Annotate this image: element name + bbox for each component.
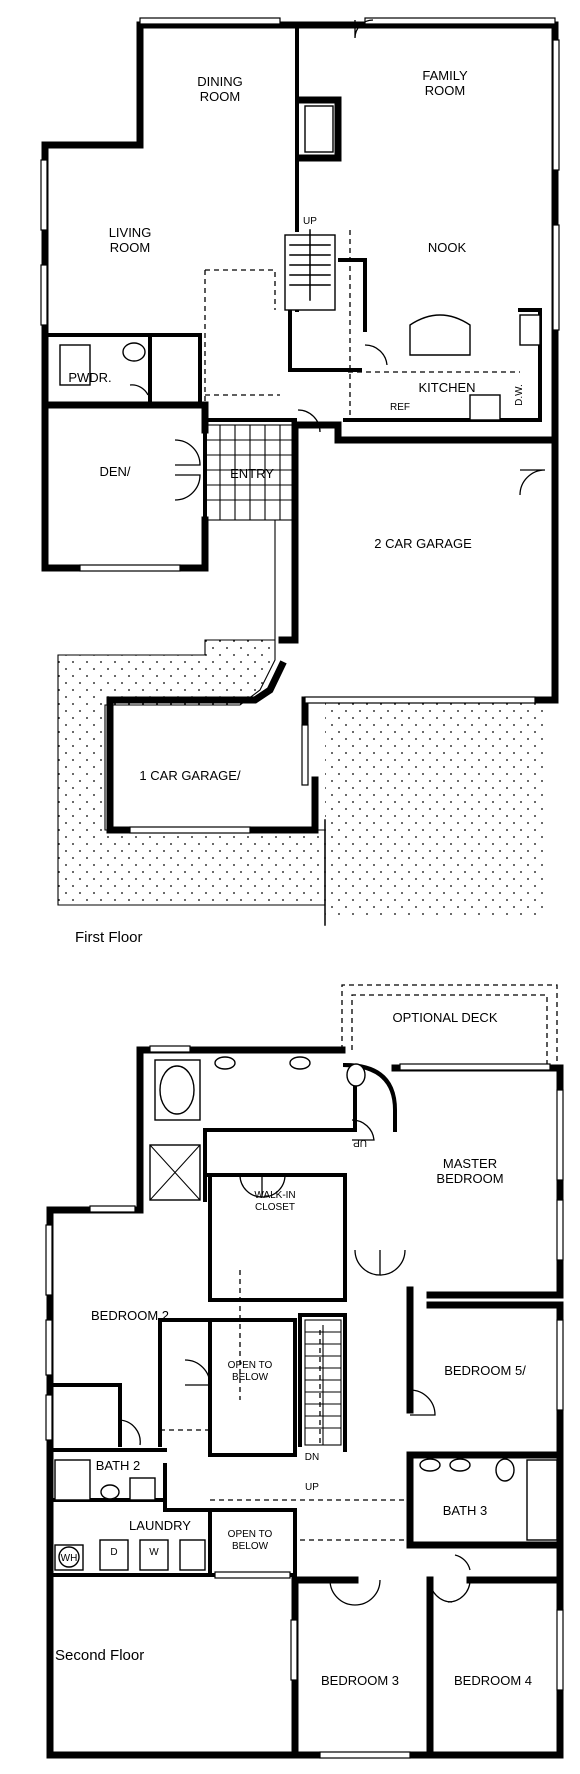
bath2-tub-icon	[54, 1459, 91, 1501]
bedroom-2-label: BEDROOM 2	[91, 1308, 169, 1323]
bedroom-3-label: BEDROOM 3	[321, 1673, 399, 1688]
kitchen-sink-icon	[519, 314, 541, 346]
second-floor-doors	[119, 1119, 471, 1606]
bedroom-5-label: BEDROOM 5/	[444, 1363, 526, 1378]
living-room-label-line2: ROOM	[110, 240, 150, 255]
stair-down	[304, 1319, 342, 1446]
second-floor-fixtures	[54, 1056, 558, 1571]
fireplace-hearth	[304, 105, 334, 153]
powder-walls	[43, 333, 202, 407]
laundry-walls	[48, 1498, 212, 1577]
front-walk	[57, 519, 326, 906]
entry-tile	[204, 424, 296, 521]
laundry-sink-icon	[179, 1539, 206, 1571]
second-floor-windows	[45, 1045, 564, 1759]
bath2-toilet-icon	[100, 1484, 120, 1500]
open-to-below-1-label-line2: BELOW	[232, 1372, 269, 1383]
kitchen-label: KITCHEN	[418, 380, 475, 395]
optional-deck-outline	[341, 984, 558, 1065]
dryer-label: D	[110, 1547, 117, 1558]
stair-up-rotated-label: UP	[353, 1137, 367, 1148]
master-bedroom-label: MASTER	[443, 1156, 497, 1171]
master-toilet-icon	[346, 1063, 366, 1087]
bath3-sink-left-icon	[419, 1458, 441, 1472]
two-car-garage-label: 2 CAR GARAGE	[374, 536, 472, 551]
master-sink-left-icon	[214, 1056, 236, 1070]
stair-down-label: DN	[305, 1452, 319, 1463]
kitchen-counter	[343, 308, 542, 422]
first-floor-doors	[129, 19, 546, 501]
stairwell-walls	[298, 1313, 347, 1452]
bath-2-label: BATH 2	[96, 1458, 141, 1473]
washer-label: W	[149, 1547, 159, 1558]
entry-label: ENTRY	[230, 466, 274, 481]
optional-deck-inner	[351, 994, 548, 1065]
open-to-below-1-label: OPEN TO	[228, 1360, 273, 1371]
refrigerator-label: REF	[390, 402, 410, 413]
bath3-sink-right-icon	[449, 1458, 471, 1472]
living-dashed-line	[204, 269, 280, 420]
bedroom2-walls	[48, 1318, 212, 1502]
driveway	[325, 700, 545, 920]
family-room-label: FAMILY	[422, 68, 468, 83]
stair-up-label: UP	[303, 216, 317, 227]
laundry-label: LAUNDRY	[129, 1518, 191, 1533]
one-car-garage-label: 1 CAR GARAGE/	[139, 768, 241, 783]
water-heater-label: WH	[61, 1553, 78, 1564]
open-to-below-2-label: OPEN TO	[228, 1529, 273, 1540]
washer-icon	[139, 1539, 169, 1571]
cooktop-icon	[469, 394, 501, 421]
second-floor: OPTIONAL DECK MASTER BEDROOM WALK-IN CLO…	[45, 984, 564, 1759]
first-floor: DINING ROOM FAMILY ROOM LIVING ROOM NOOK…	[40, 17, 560, 946]
dishwasher-label: D.W.	[514, 384, 525, 406]
bath3-tub-icon	[526, 1459, 558, 1541]
den-walls	[41, 401, 209, 572]
nook-dashed-line	[348, 230, 520, 420]
master-sink-right-icon	[289, 1056, 311, 1070]
upper-dashed-lines	[160, 1270, 410, 1541]
first-floor-label: First Floor	[75, 929, 143, 946]
walk-in-closet-label-line2: CLOSET	[255, 1202, 295, 1213]
dining-room-label-line2: ROOM	[200, 89, 240, 104]
bedroom3-4-walls	[291, 1541, 564, 1759]
first-floor-windows	[40, 17, 560, 834]
walk-in-closet-label: WALK-IN	[254, 1190, 295, 1201]
kitchen-island	[409, 314, 471, 356]
living-room-label: LIVING	[109, 225, 152, 240]
bath-3-label: BATH 3	[443, 1503, 488, 1518]
stair-up-label-2: UP	[305, 1482, 319, 1493]
garage2-walls	[278, 421, 559, 729]
stair-up	[284, 229, 336, 311]
shower-drain-lines	[149, 1144, 201, 1201]
fireplace	[296, 96, 342, 162]
bath2-sink-icon	[129, 1477, 156, 1501]
den-label: DEN/	[99, 464, 130, 479]
open-to-below-2-label-line2: BELOW	[232, 1541, 269, 1552]
family-room-label-line2: ROOM	[425, 83, 465, 98]
open-below-1	[208, 1318, 297, 1457]
bedroom-4-label: BEDROOM 4	[454, 1673, 532, 1688]
bath3-toilet-icon	[495, 1458, 515, 1482]
water-heater-icon	[58, 1546, 80, 1568]
open-below-2	[208, 1508, 297, 1577]
closet-walls	[203, 1173, 347, 1302]
toilet-icon	[122, 342, 146, 362]
master-bedroom-label-line2: BEDROOM	[436, 1171, 503, 1186]
master-bath-walls	[203, 1062, 397, 1202]
optional-deck-label: OPTIONAL DECK	[393, 1010, 498, 1025]
master-tub-basin-icon	[159, 1065, 195, 1115]
dryer-icon	[99, 1539, 129, 1571]
powder-sink-icon	[59, 344, 91, 386]
dining-room-label: DINING	[197, 74, 243, 89]
nook-label: NOOK	[428, 240, 467, 255]
exterior-wall-main	[41, 21, 559, 444]
powder-room-label: PWDR.	[68, 370, 111, 385]
second-floor-label: Second Floor	[55, 1647, 144, 1664]
first-floor-fixtures	[59, 314, 541, 421]
